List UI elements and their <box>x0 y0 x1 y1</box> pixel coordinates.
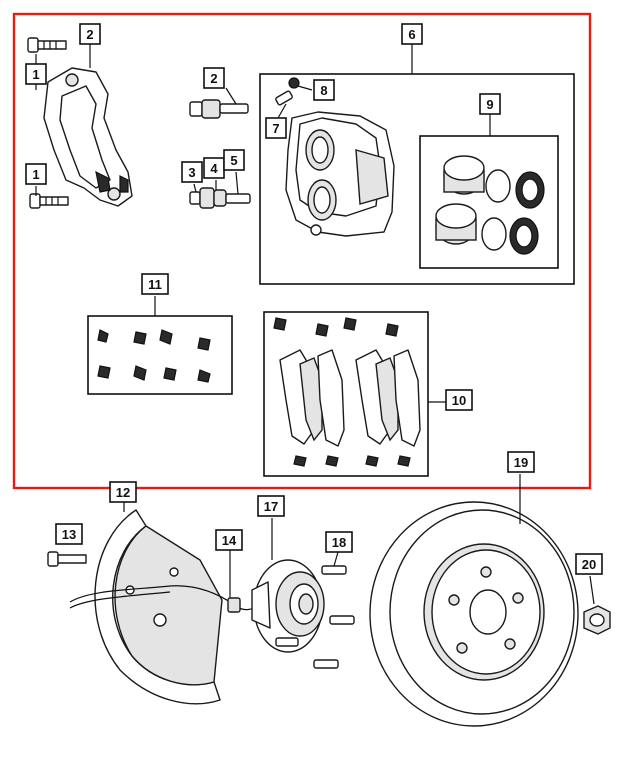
callout-1-lower: 1 <box>25 163 47 185</box>
hub-nut[interactable] <box>583 605 611 635</box>
caliper-group-frame <box>259 73 575 285</box>
svg-text:2: 2 <box>86 27 93 42</box>
brake-rotor[interactable] <box>369 501 579 727</box>
callout-10: 10 <box>445 389 473 411</box>
callout-18: 18 <box>325 531 353 553</box>
svg-text:19: 19 <box>514 455 528 470</box>
bleeder-cap[interactable] <box>288 77 300 89</box>
bleeder-screw[interactable] <box>275 90 293 106</box>
caliper-mount-bolt-upper[interactable] <box>27 37 67 53</box>
callout-12: 12 <box>109 481 137 503</box>
svg-text:5: 5 <box>230 153 237 168</box>
callout-8: 8 <box>313 79 335 101</box>
pad-hardware-kit[interactable] <box>97 329 211 383</box>
svg-text:1: 1 <box>32 67 39 82</box>
callout-2-pin: 2 <box>203 67 225 89</box>
svg-text:3: 3 <box>188 165 195 180</box>
brake-caliper[interactable] <box>285 111 395 237</box>
callout-6: 6 <box>401 23 423 45</box>
hardware-kit-frame <box>87 315 233 395</box>
svg-text:12: 12 <box>116 485 130 500</box>
callout-1-upper: 1 <box>25 63 47 85</box>
piston-kit[interactable] <box>435 155 545 255</box>
svg-text:4: 4 <box>210 161 218 176</box>
caliper-adapter-bracket[interactable] <box>43 67 133 207</box>
callout-20: 20 <box>575 553 603 575</box>
svg-text:1: 1 <box>32 167 39 182</box>
brake-pads[interactable] <box>273 317 421 467</box>
guide-pin-lower-assembly[interactable] <box>189 187 251 209</box>
svg-text:9: 9 <box>486 97 493 112</box>
callout-19: 19 <box>507 451 535 473</box>
callout-11: 11 <box>141 273 169 295</box>
svg-text:8: 8 <box>320 83 327 98</box>
svg-text:11: 11 <box>148 277 162 292</box>
shield-bolt[interactable] <box>47 551 87 567</box>
piston-kit-frame <box>419 135 559 269</box>
svg-text:6: 6 <box>408 27 415 42</box>
svg-text:20: 20 <box>582 557 596 572</box>
wheel-speed-sensor[interactable] <box>69 585 263 613</box>
svg-text:17: 17 <box>264 499 278 514</box>
callout-9: 9 <box>479 93 501 115</box>
caliper-mount-bolt-lower[interactable] <box>29 193 69 209</box>
svg-text:7: 7 <box>272 121 279 136</box>
callout-17: 17 <box>257 495 285 517</box>
svg-text:2: 2 <box>210 71 217 86</box>
svg-text:10: 10 <box>452 393 466 408</box>
svg-text:13: 13 <box>62 527 76 542</box>
hub-bearing[interactable] <box>251 559 325 653</box>
wheel-studs[interactable] <box>275 565 355 669</box>
brake-pads-frame <box>263 311 429 477</box>
callout-14: 14 <box>215 529 243 551</box>
caliper-group-highlight <box>12 12 592 490</box>
svg-text:14: 14 <box>222 533 237 548</box>
callout-2-bracket: 2 <box>79 23 101 45</box>
callout-3: 3 <box>181 161 203 183</box>
callout-4: 4 <box>203 157 225 179</box>
callout-5: 5 <box>223 149 245 171</box>
splash-shield[interactable] <box>94 509 223 705</box>
svg-text:18: 18 <box>332 535 346 550</box>
callout-13: 13 <box>55 523 83 545</box>
callout-7: 7 <box>265 117 287 139</box>
guide-pin-upper[interactable] <box>189 99 249 119</box>
